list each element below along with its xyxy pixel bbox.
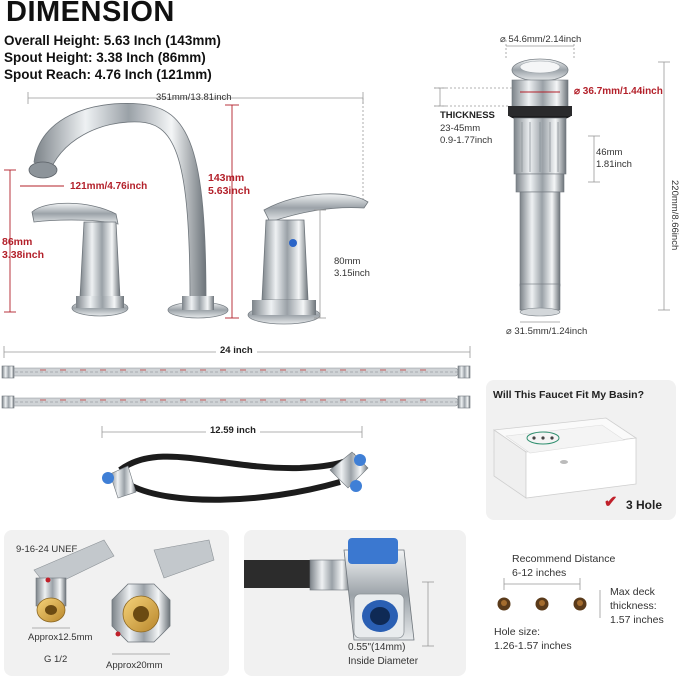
spec-spout-height: Spout Height: 3.38 Inch (86mm) [4, 50, 206, 65]
overall-height-mm: 143mm [208, 172, 245, 184]
thickness-title: THICKNESS [440, 110, 495, 121]
inside-diameter-panel: 0.55"(14mm) Inside Diameter [244, 530, 466, 676]
fit-panel: Will This Faucet Fit My Basin? ✔ 3 Hole [486, 380, 676, 520]
hole-size-label: Hole size: [494, 626, 541, 638]
width-dimension-line [27, 92, 364, 200]
recommend-label: Recommend Distance [512, 553, 616, 565]
three-hole-label: 3 Hole [626, 498, 663, 512]
braided-hose-1 [1, 365, 471, 379]
connector-illustration [32, 539, 215, 655]
faucet-spout [28, 103, 229, 319]
drain-inner-diameter: ⌀ 36.7mm/1.44inch [574, 86, 663, 97]
page-title: DIMENSION [6, 0, 175, 28]
basin-illustration [492, 417, 638, 499]
handle-height-line [314, 209, 326, 319]
elbow-illustration [244, 538, 434, 647]
spout-reach-label: 121mm/4.76inch [70, 181, 148, 192]
handle-height-in: 3.15inch [334, 268, 370, 279]
thickness-mm: 23-45mm [440, 123, 481, 134]
drain-dimension-lines [434, 40, 670, 323]
handle-height-mm: 80mm [334, 256, 361, 267]
right-handle [247, 193, 369, 325]
red-dimension-lines [4, 104, 239, 319]
hose-length-label: 24 inch [216, 345, 257, 356]
drain-mid-mm: 46mm [596, 147, 623, 158]
left-handle [31, 202, 129, 317]
inside-diameter-label: Inside Diameter [348, 656, 419, 667]
spec-overall-height: Overall Height: 5.63 Inch (143mm) [4, 33, 221, 48]
overall-height-in: 5.63inch [208, 185, 251, 197]
thread-label: 9-16-24 UNEF [16, 544, 78, 555]
approx-12-label: Approx12.5mm [28, 632, 93, 643]
pop-up-drain [508, 58, 572, 317]
approx-20-label: Approx20mm [106, 660, 163, 671]
deck-label: Max deck [610, 586, 655, 598]
deck-value: 1.57 inches [610, 614, 664, 626]
recommend-value: 6-12 inches [512, 567, 567, 579]
drain-mid-in: 1.81inch [596, 159, 632, 170]
drain-bottom-diameter: ⌀ 31.5mm/1.24inch [506, 326, 588, 337]
deck-label-2: thickness: [610, 600, 657, 612]
hole-size-value: 1.26-1.57 inches [494, 640, 572, 652]
pex-hose [102, 451, 369, 503]
fit-panel-title: Will This Faucet Fit My Basin? [493, 389, 645, 401]
inside-diameter-mm: 0.55"(14mm) [348, 642, 406, 653]
spec-spout-reach: Spout Reach: 4.76 Inch (121mm) [4, 67, 212, 82]
thickness-in: 0.9-1.77inch [440, 135, 493, 146]
spout-height-in: 3.38inch [2, 249, 45, 261]
connector-detail-panel: 9-16-24 UNEF Approx12.5mm G 1/2 Approx20… [4, 530, 229, 676]
drain-total-height: 220mm/8.66inch [669, 180, 679, 251]
faucet-width-label: 351mm/13.81inch [156, 92, 232, 103]
pex-length-label: 12.59 inch [206, 425, 260, 436]
drain-top-diameter: ⌀ 54.6mm/2.14inch [500, 34, 582, 45]
braided-hose-2 [1, 395, 471, 409]
g-half-label: G 1/2 [44, 654, 68, 665]
check-icon: ✔ [604, 494, 618, 511]
spout-height-mm: 86mm [2, 236, 33, 248]
